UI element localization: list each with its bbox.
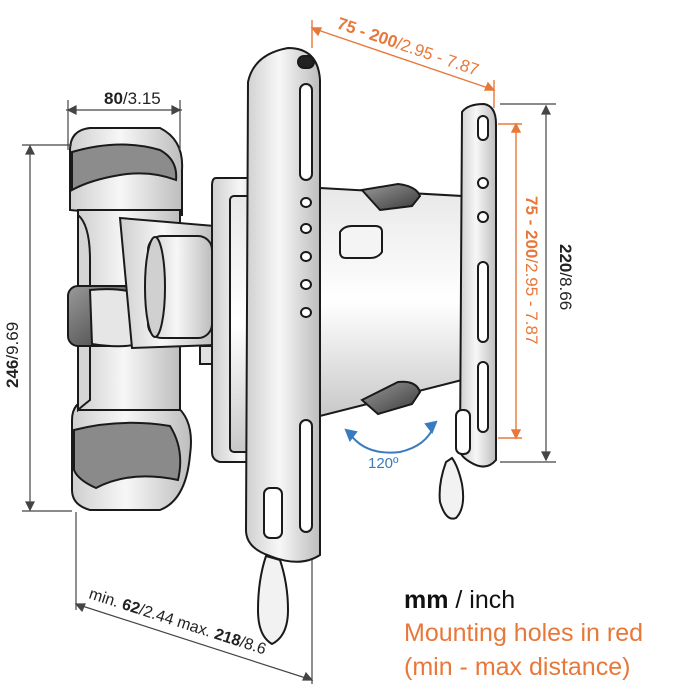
tv-bracket-left-slot-2 — [300, 197, 312, 208]
dim-hole-h-line — [311, 27, 495, 91]
swivel-arc — [349, 425, 435, 454]
dim-height-left-label: 246/9.69 — [3, 322, 22, 388]
top-cap — [71, 143, 178, 192]
tv-plate-window — [339, 225, 383, 259]
dim-hole-h-arrow-right — [483, 81, 496, 91]
swivel-arrow — [344, 420, 438, 454]
dim-hole-h-label: 75 - 200/2.95 - 7.87 — [335, 14, 482, 80]
dim-height-right-arrow-top — [541, 104, 551, 115]
tv-bracket-right-slot-5 — [477, 361, 489, 433]
dim-hole-v-arrow-bottom — [510, 429, 522, 440]
dim-hole-h-arrow-left — [310, 27, 323, 37]
legend-mounting-holes: Mounting holes in red — [404, 619, 644, 647]
mount-illustration — [67, 46, 497, 646]
legend: mm / inch Mounting holes in red (min - m… — [404, 586, 700, 687]
tv-bracket-left-slot-5 — [300, 279, 312, 290]
tv-plate — [319, 186, 463, 418]
tv-bracket-left-slot-top — [297, 55, 315, 69]
dim-depth-range-arrow-right — [302, 671, 314, 681]
hole-spacing-lines — [310, 20, 522, 440]
tv-bracket-right-slot-2 — [477, 177, 489, 189]
bottom-cap — [73, 421, 182, 490]
swivel-arrowhead-left — [344, 428, 358, 443]
tv-bracket-left-slot-6 — [300, 307, 312, 318]
legend-unit-inch: / inch — [448, 586, 516, 614]
dim-top-depth-arrow-right — [171, 105, 182, 115]
arm-cylinder-end — [144, 236, 166, 338]
tv-bracket-right-slot-3 — [477, 211, 489, 223]
legend-unit-mm: mm — [404, 586, 449, 614]
tv-bracket-left-slot-7 — [299, 419, 313, 533]
dim-top-depth-arrow-left — [66, 105, 77, 115]
dim-hole-v-arrow-top — [510, 122, 522, 133]
tv-plate-clip-bottom — [360, 380, 422, 416]
tv-bracket-left-slot-1 — [299, 83, 313, 181]
dim-top-depth-label: 80/3.15 — [104, 89, 161, 108]
dimension-lines — [22, 100, 556, 684]
swivel-arrowhead-right — [424, 420, 438, 435]
dim-height-right-arrow-bottom — [541, 451, 551, 462]
dim-height-left-arrow-bottom — [25, 501, 35, 512]
safety-cord-right — [438, 456, 465, 520]
legend-min-max: (min - max distance) — [404, 653, 631, 681]
dim-depth-range-label: min. 62/2.44 max. 218/8.6 — [87, 586, 268, 659]
tv-bracket-right-slot-4 — [477, 261, 489, 343]
tv-plate-clip-top — [360, 182, 422, 212]
tv-bracket-left-slot-3 — [300, 223, 312, 234]
dim-hole-v-label: 75 - 200/2.95 - 7.87 — [522, 196, 541, 344]
dim-height-right-label: 220/8.66 — [556, 244, 575, 310]
swivel-label: 120º — [368, 455, 399, 472]
tv-bracket-right-foot — [455, 409, 471, 455]
dim-depth-range-line — [75, 603, 313, 681]
dim-depth-range-arrow-left — [74, 603, 86, 613]
dim-height-left-arrow-top — [25, 144, 35, 155]
safety-cord-left — [256, 554, 290, 646]
tv-bracket-right-slot-1 — [477, 115, 489, 141]
legend-units: mm / inch — [404, 586, 700, 619]
tv-bracket-left-slot-4 — [300, 251, 312, 262]
tv-bracket-left-foot — [263, 487, 283, 539]
